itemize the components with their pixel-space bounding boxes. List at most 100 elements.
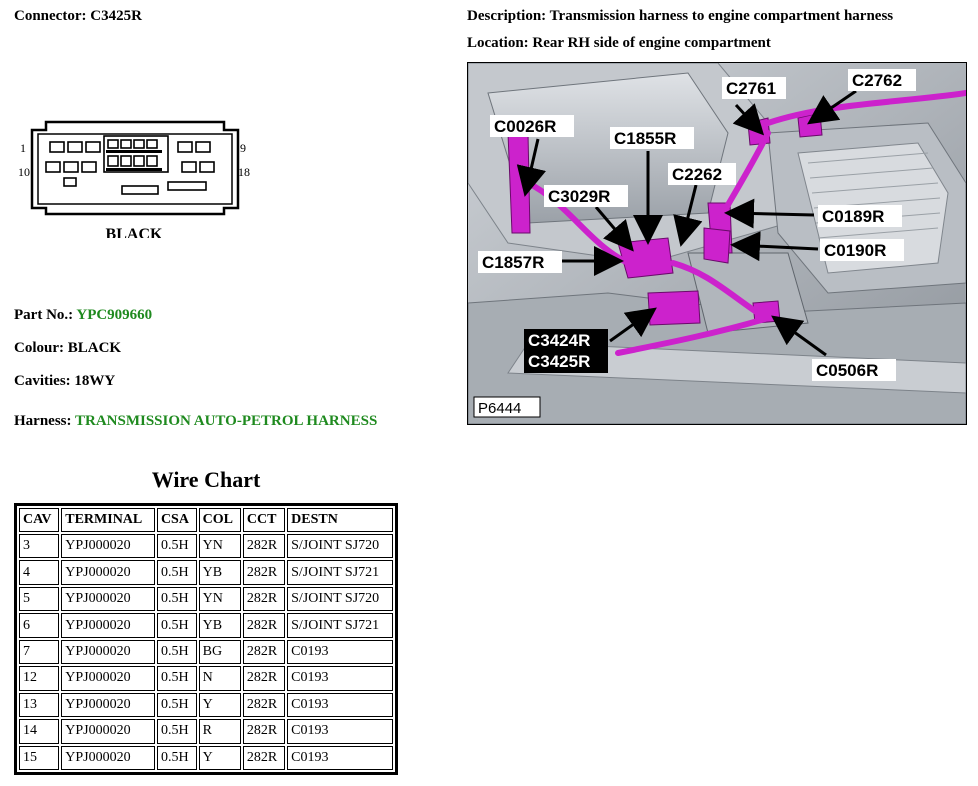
table-cell: 282R (242, 745, 286, 770)
callout-c3029r: C3029R (544, 185, 628, 207)
connector-face-diagram: 1 9 10 18 BLACK (18, 112, 256, 243)
harness-label: Harness: (14, 413, 72, 429)
connector-value: C3425R (90, 8, 142, 24)
table-cell: 4 (19, 560, 60, 585)
table-cell: YPJ000020 (61, 534, 155, 559)
table-cell: 282R (242, 692, 286, 718)
table-cell: S/JOINT SJ720 (287, 534, 393, 559)
table-cell: YN (198, 534, 241, 559)
colour-label: Colour: (14, 340, 64, 356)
callout-c1857r: C1857R (478, 251, 562, 273)
table-cell: YB (198, 560, 241, 585)
callout-c0506r: C0506R (812, 359, 896, 381)
svg-text:C2262: C2262 (672, 165, 722, 184)
svg-text:C0026R: C0026R (494, 117, 556, 136)
wire-chart-title: Wire Chart (151, 467, 261, 492)
location-photo: C2761 C2762 C0026R C1855R C2262 C3029R (467, 62, 967, 425)
table-cell: YN (198, 586, 241, 612)
pin-9-label: 9 (240, 141, 246, 155)
svg-text:C3424R: C3424R (528, 331, 590, 350)
diagram-colour-label: BLACK (106, 226, 163, 238)
table-cell: YPJ000020 (61, 666, 155, 691)
col-col: COL (198, 508, 241, 532)
table-cell: YPJ000020 (61, 560, 155, 585)
table-cell: 282R (242, 613, 286, 638)
table-cell: S/JOINT SJ720 (287, 586, 393, 612)
table-cell: Y (198, 745, 241, 770)
svg-text:C3425R: C3425R (528, 352, 590, 371)
table-cell: 282R (242, 534, 286, 559)
col-csa: CSA (156, 508, 197, 532)
description-field: Description: Transmission harness to eng… (467, 8, 893, 25)
part-number-field: Part No.: YPC909660 (14, 307, 152, 324)
table-cell: YPJ000020 (61, 745, 155, 770)
pin-18-label: 18 (238, 165, 250, 179)
table-cell: 0.5H (156, 666, 197, 691)
pin-10-label: 10 (18, 165, 30, 179)
callout-c0190r: C0190R (820, 239, 904, 261)
table-cell: C0193 (287, 745, 393, 770)
table-cell: Y (198, 692, 241, 718)
table-cell: 0.5H (156, 745, 197, 770)
table-cell: 0.5H (156, 692, 197, 718)
table-cell: 5 (19, 586, 60, 612)
cavities-value: 18WY (74, 373, 116, 389)
callout-c0026r: C0026R (490, 115, 574, 137)
table-cell: YPJ000020 (61, 639, 155, 665)
part-number-label: Part No.: (14, 307, 74, 323)
harness-value: TRANSMISSION AUTO-PETROL HARNESS (74, 413, 378, 429)
callout-c3424r-c3425r: C3424R C3425R (524, 329, 608, 373)
cavities-field: Cavities: 18WY (14, 373, 115, 390)
col-cav: CAV (19, 508, 60, 532)
svg-text:C0506R: C0506R (816, 361, 878, 380)
svg-text:C0189R: C0189R (822, 207, 884, 226)
table-cell: C0193 (287, 639, 393, 665)
svg-text:C2762: C2762 (852, 71, 902, 90)
table-cell: 14 (19, 719, 60, 744)
table-cell: S/JOINT SJ721 (287, 560, 393, 585)
svg-text:C3029R: C3029R (548, 187, 610, 206)
location-label: Location: (467, 35, 529, 51)
table-cell: YPJ000020 (61, 719, 155, 744)
connector-label: Connector: (14, 8, 87, 24)
callout-c0189r: C0189R (818, 205, 902, 227)
table-cell: 0.5H (156, 639, 197, 665)
table-cell: 282R (242, 560, 286, 585)
svg-text:C2761: C2761 (726, 79, 776, 98)
colour-value: BLACK (67, 340, 122, 356)
table-cell: 12 (19, 666, 60, 691)
cavities-label: Cavities: (14, 373, 71, 389)
table-cell: 15 (19, 745, 60, 770)
table-cell: YPJ000020 (61, 586, 155, 612)
harness-field: Harness: TRANSMISSION AUTO-PETROL HARNES… (14, 413, 377, 430)
part-number-value: YPC909660 (76, 307, 153, 323)
location-value: Rear RH side of engine compartment (532, 35, 771, 51)
table-cell: 0.5H (156, 586, 197, 612)
table-cell: 0.5H (156, 613, 197, 638)
table-cell: S/JOINT SJ721 (287, 613, 393, 638)
table-cell: 6 (19, 613, 60, 638)
table-cell: YPJ000020 (61, 692, 155, 718)
description-value: Transmission harness to engine compartme… (549, 8, 894, 24)
svg-text:C1855R: C1855R (614, 129, 676, 148)
wire-chart-header-row: CAV TERMINAL CSA COL CCT DESTN (19, 508, 393, 532)
table-cell: BG (198, 639, 241, 665)
callout-c2262: C2262 (668, 163, 736, 185)
callout-c2761: C2761 (722, 77, 786, 99)
callout-c2762: C2762 (848, 69, 916, 91)
table-cell: 13 (19, 692, 60, 718)
table-cell: C0193 (287, 692, 393, 718)
callout-c1855r: C1855R (610, 127, 694, 149)
col-terminal: TERMINAL (61, 508, 155, 532)
table-cell: 0.5H (156, 560, 197, 585)
description-label: Description: (467, 8, 547, 24)
